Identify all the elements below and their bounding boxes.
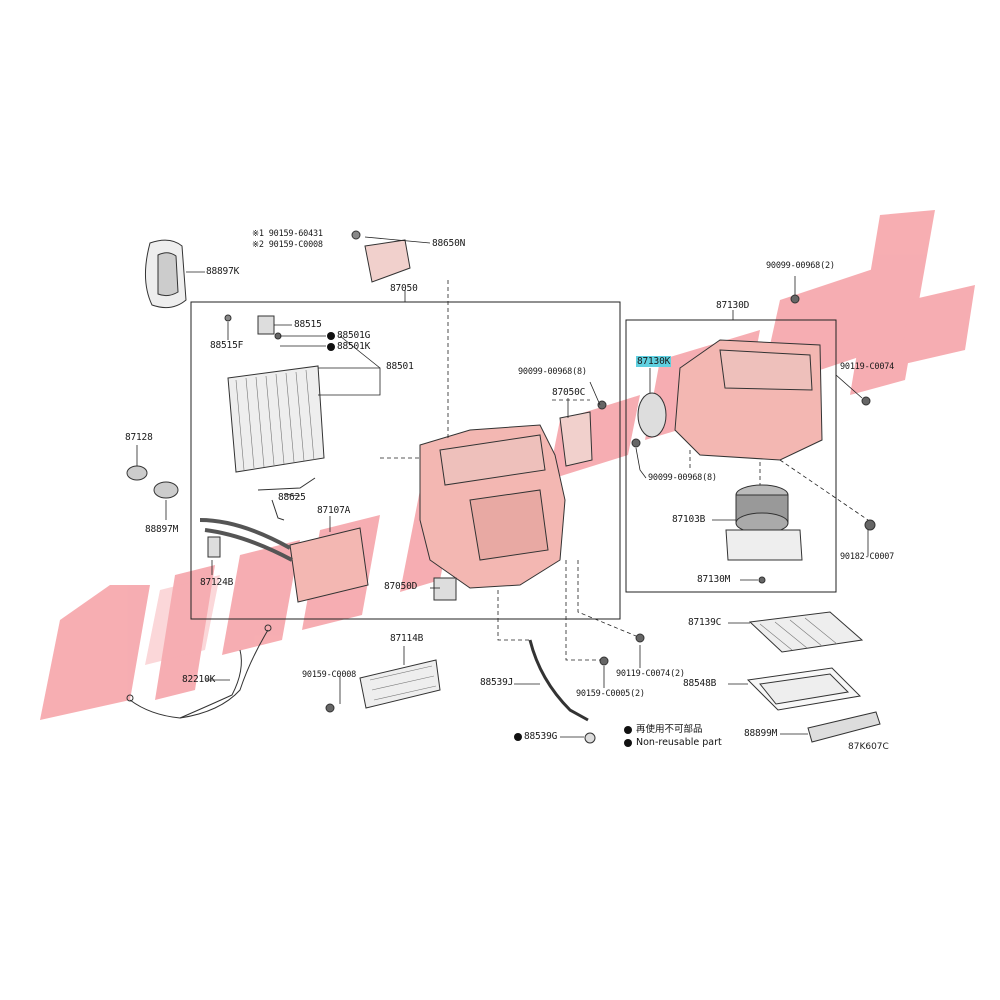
legend-dot-jp [624, 726, 632, 734]
part-88625 [257, 477, 316, 521]
part-87050D [433, 577, 457, 601]
part-87050C [559, 411, 593, 467]
label-87130D: 87130D [716, 300, 750, 311]
label-88501K: 88501K [337, 341, 371, 352]
label-87050: 87050 [390, 283, 418, 294]
label-90119-C0074-2: 90119-C0074(2) [616, 669, 685, 679]
label-90119-C0074: 90119-C0074 [840, 362, 895, 372]
label-82210K: 82210K [182, 674, 216, 685]
bolt-90099-00968-2 [790, 294, 800, 304]
part-88897K [144, 239, 187, 309]
label-90159-60431: ※1 90159-60431 [252, 229, 323, 239]
bolt-90182-c0007 [864, 519, 876, 531]
label-88501G: 88501G [337, 330, 371, 341]
label-90159-C0008: 90159-C0008 [302, 670, 357, 680]
marker-88501G [327, 332, 335, 340]
label-90182-C0007: 90182-C0007 [840, 552, 895, 562]
label-87128: 87128 [125, 432, 153, 443]
bolt-90119-c0074-2 [635, 633, 645, 643]
part-88650N [351, 230, 411, 283]
part-88897M [153, 481, 179, 499]
bolt-90099-00968-8a [597, 400, 607, 410]
part-87103B-blower [725, 484, 803, 561]
part-87139C-filter [748, 611, 864, 653]
label-90099-00968-8b: 90099-00968(8) [648, 473, 717, 483]
label-87114B: 87114B [390, 633, 424, 644]
label-88501: 88501 [386, 361, 414, 372]
label-87103B: 87103B [672, 514, 706, 525]
assembly-box-87050 [190, 301, 621, 620]
part-82210K-harness [126, 624, 272, 719]
part-88501-evaporator [227, 365, 325, 473]
bolt-90159-c0005-2 [599, 656, 609, 666]
dashed-lines [380, 280, 869, 661]
label-87130K: 87130K [636, 356, 672, 367]
label-87130K-highlight: 87130K [636, 356, 672, 367]
part-88539J-hose [528, 639, 596, 744]
assembly-box-87130D [625, 319, 837, 593]
part-87107A-heater-core [199, 518, 369, 603]
part-88515 [224, 314, 275, 335]
label-87130M: 87130M [697, 574, 731, 585]
label-88548B: 88548B [683, 678, 717, 689]
label-90159-C0008-alt: ※2 90159-C0008 [252, 240, 323, 250]
part-87128 [126, 465, 148, 481]
part-88899M [807, 711, 881, 743]
label-87050D: 87050D [384, 581, 418, 592]
marker-88501K [327, 343, 335, 351]
label-88897M: 88897M [145, 524, 179, 535]
label-88897K: 88897K [206, 266, 240, 277]
label-88899M: 88899M [744, 728, 778, 739]
label-88515F: 88515F [210, 340, 244, 351]
label-87107A: 87107A [317, 505, 351, 516]
part-87124B [207, 536, 221, 558]
part-87130K-door [637, 392, 667, 438]
bolt-90119-c0074 [861, 396, 871, 406]
label-90099-00968-8a: 90099-00968(8) [518, 367, 587, 377]
part-87114B [359, 659, 441, 709]
label-88650N: 88650N [432, 238, 466, 249]
label-87124B: 87124B [200, 577, 234, 588]
legend-dot-en [624, 739, 632, 747]
label-88515: 88515 [294, 319, 322, 330]
label-87139C: 87139C [688, 617, 722, 628]
label-88625: 88625 [278, 492, 306, 503]
legend-jp: 再使用不可部品 [636, 724, 703, 735]
part-87050-housing [419, 424, 566, 589]
bolt-87130M [758, 576, 766, 584]
label-90099-00968-2: 90099-00968(2) [766, 261, 835, 271]
leader-lines [136, 236, 869, 738]
bolt-90099-00968-8b [631, 438, 641, 448]
marker-88539G [514, 733, 522, 741]
part-87130D-housing [674, 339, 823, 461]
bolt-90159-c0008 [325, 703, 335, 713]
label-87050C: 87050C [552, 387, 586, 398]
legend-en: Non-reusable part [636, 737, 722, 748]
part-88548B-tray [746, 667, 862, 711]
label-88539J: 88539J [480, 677, 514, 688]
label-90159-C0005-2: 90159-C0005(2) [576, 689, 645, 699]
label-88539G: 88539G [524, 731, 558, 742]
figure-code: 87K607C [848, 742, 889, 752]
